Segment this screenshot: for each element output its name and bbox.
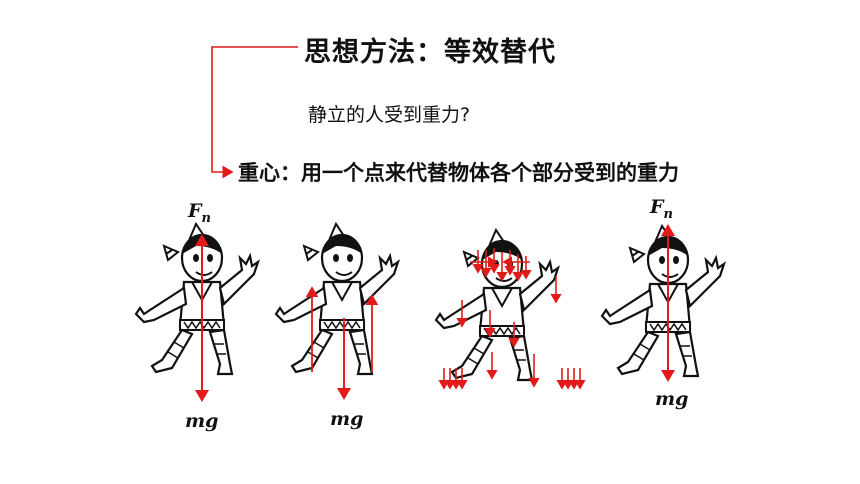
figure-3 [434, 228, 586, 390]
page-title: 思想方法：等效替代 [304, 37, 556, 68]
gravity-label-4: mg [655, 388, 689, 410]
figure-1 [134, 222, 260, 402]
gravity-label-1: mg [185, 410, 219, 432]
normal-force-label-4: Fn [650, 196, 673, 222]
gravity-label-2: mg [330, 408, 364, 430]
normal-force-label-1: Fn [188, 200, 211, 226]
question-text: 静立的人受到重力? [308, 104, 471, 126]
figure-2 [274, 222, 400, 400]
figure-4 [600, 224, 726, 382]
definition-text: 重心：用一个点来代替物体各个部分受到的重力 [238, 161, 679, 185]
